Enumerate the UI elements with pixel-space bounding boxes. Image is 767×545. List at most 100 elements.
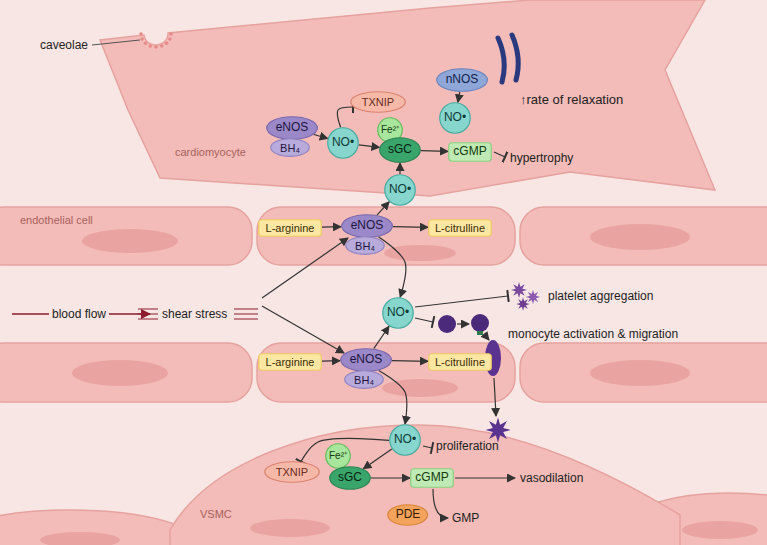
node-label: eNOS	[276, 121, 309, 135]
molecule-circle: NO•	[384, 174, 416, 206]
effect-arrow	[455, 477, 515, 478]
substrate-box: L-arginine	[258, 353, 322, 371]
annotation-label: monocyte activation & migration	[508, 326, 678, 342]
migration-arrow	[494, 378, 496, 416]
annotation-label: platelet aggregation	[548, 288, 653, 304]
node-label: BH₄	[280, 142, 300, 155]
annotation-label: GMP	[452, 510, 479, 526]
edge-group	[301, 92, 460, 478]
molecule-circle: NO•	[439, 102, 471, 134]
cardiomyocyte-cell: cardiomyocyte eNOS BH₄ TXNIP NO• Fe²⁺ sGC nNOS N…	[100, 0, 720, 205]
cell-label: VSMC	[200, 508, 232, 521]
node-label: TXNIP	[276, 466, 308, 479]
cell-label: endothelial cell	[20, 214, 93, 227]
shear-arrow	[262, 238, 348, 298]
arrow-connector	[359, 145, 380, 148]
inhibit-line	[415, 318, 433, 322]
arrow-connector	[378, 237, 405, 297]
arrow-connector	[371, 477, 410, 478]
enzyme-oval: sGC	[379, 137, 421, 163]
lower-endothelium	[0, 343, 767, 402]
arrow-connector	[393, 226, 428, 228]
node-label: eNOS	[351, 219, 384, 233]
node-label: BH₄	[355, 240, 375, 253]
messenger-box: cGMP	[448, 142, 492, 162]
annotation-label: shear stress	[162, 306, 227, 322]
molecule-circle: NO•	[389, 424, 421, 456]
cofactor-oval: BH₄	[345, 236, 385, 255]
arrow-connector	[392, 360, 428, 362]
node-label: Fe²⁺	[329, 450, 347, 462]
substrate-box: L-arginine	[258, 219, 322, 237]
blood-cells	[438, 282, 540, 443]
enzyme-oval: eNOS	[341, 214, 393, 238]
inhibition-connector	[337, 107, 353, 127]
endothelial-band: endothelial cellL-arginine eNOS BH₄ L-citru…	[0, 205, 767, 267]
node-label: L-citrulline	[435, 222, 485, 235]
node-label: Fe²⁺	[381, 124, 399, 136]
inhibition-connector	[301, 438, 389, 461]
cofactor-oval: BH₄	[344, 370, 384, 389]
leader-line	[92, 40, 140, 45]
inhibit-line	[415, 296, 508, 307]
molecule-circle: NO•	[327, 127, 359, 159]
arrow-connector	[314, 134, 328, 138]
node-label: NO•	[387, 306, 409, 320]
arrow-connector	[399, 163, 400, 174]
node-label: NO•	[332, 136, 354, 150]
node-label: cGMP	[415, 471, 448, 485]
node-label: NO•	[444, 111, 466, 125]
degradation-arrow	[433, 489, 448, 518]
layout-lines	[12, 40, 515, 518]
annotation-label: caveolae	[40, 37, 88, 53]
vsmc-cell: VSMC NO• TXNIP Fe²⁺ sGC cGMP PDE	[170, 420, 680, 545]
node-label: L-citrulline	[435, 356, 485, 369]
inhibit-line	[423, 446, 432, 448]
node-label: sGC	[388, 143, 412, 157]
enzyme-oval: eNOS	[340, 348, 392, 372]
annotation-label: hypertrophy	[510, 150, 573, 166]
arrow-connector	[374, 326, 389, 348]
enzyme-oval: eNOS	[266, 116, 318, 140]
shear-arrow	[262, 306, 344, 353]
enzyme-oval: sGC	[329, 466, 371, 490]
node-label: NO•	[389, 183, 411, 197]
arrow-connector	[322, 360, 340, 362]
annotation-label: vasodilation	[520, 470, 583, 486]
node-label: eNOS	[350, 353, 383, 367]
node-label: PDE	[396, 508, 421, 522]
node-label: TXNIP	[362, 96, 394, 109]
annotation-label: ↑rate of relaxation	[520, 92, 623, 108]
annotation-label: proliferation	[436, 438, 499, 454]
arrow-connector	[458, 92, 460, 102]
cell-label: cardiomyocyte	[175, 146, 246, 159]
node-label: cGMP	[453, 145, 486, 159]
arrow-connector	[363, 449, 391, 469]
molecule-circle: NO•	[382, 297, 414, 329]
arrow-connector	[421, 150, 448, 152]
annotation-label: blood flow	[49, 306, 109, 322]
arrow-connector	[379, 370, 407, 424]
arrow-connector	[377, 202, 389, 215]
protein-oval: TXNIP	[350, 91, 406, 113]
cofactor-oval: BH₄	[270, 138, 310, 157]
node-label: L-arginine	[266, 222, 315, 235]
messenger-box: cGMP	[410, 468, 454, 488]
inhibit-line	[494, 152, 505, 157]
migration-arrow	[484, 334, 489, 340]
cell-outline	[100, 0, 720, 205]
node-label: L-arginine	[266, 356, 315, 369]
node-label: NO•	[394, 433, 416, 447]
activation-arrow	[457, 323, 469, 324]
node-label: sGC	[338, 471, 362, 485]
enzyme-oval: nNOS	[436, 68, 488, 92]
protein-oval: TXNIP	[264, 461, 320, 483]
cell-outline	[0, 205, 767, 267]
enzyme-oval: PDE	[387, 504, 428, 526]
node-label: BH₄	[354, 374, 374, 387]
shear-lines	[234, 309, 258, 319]
